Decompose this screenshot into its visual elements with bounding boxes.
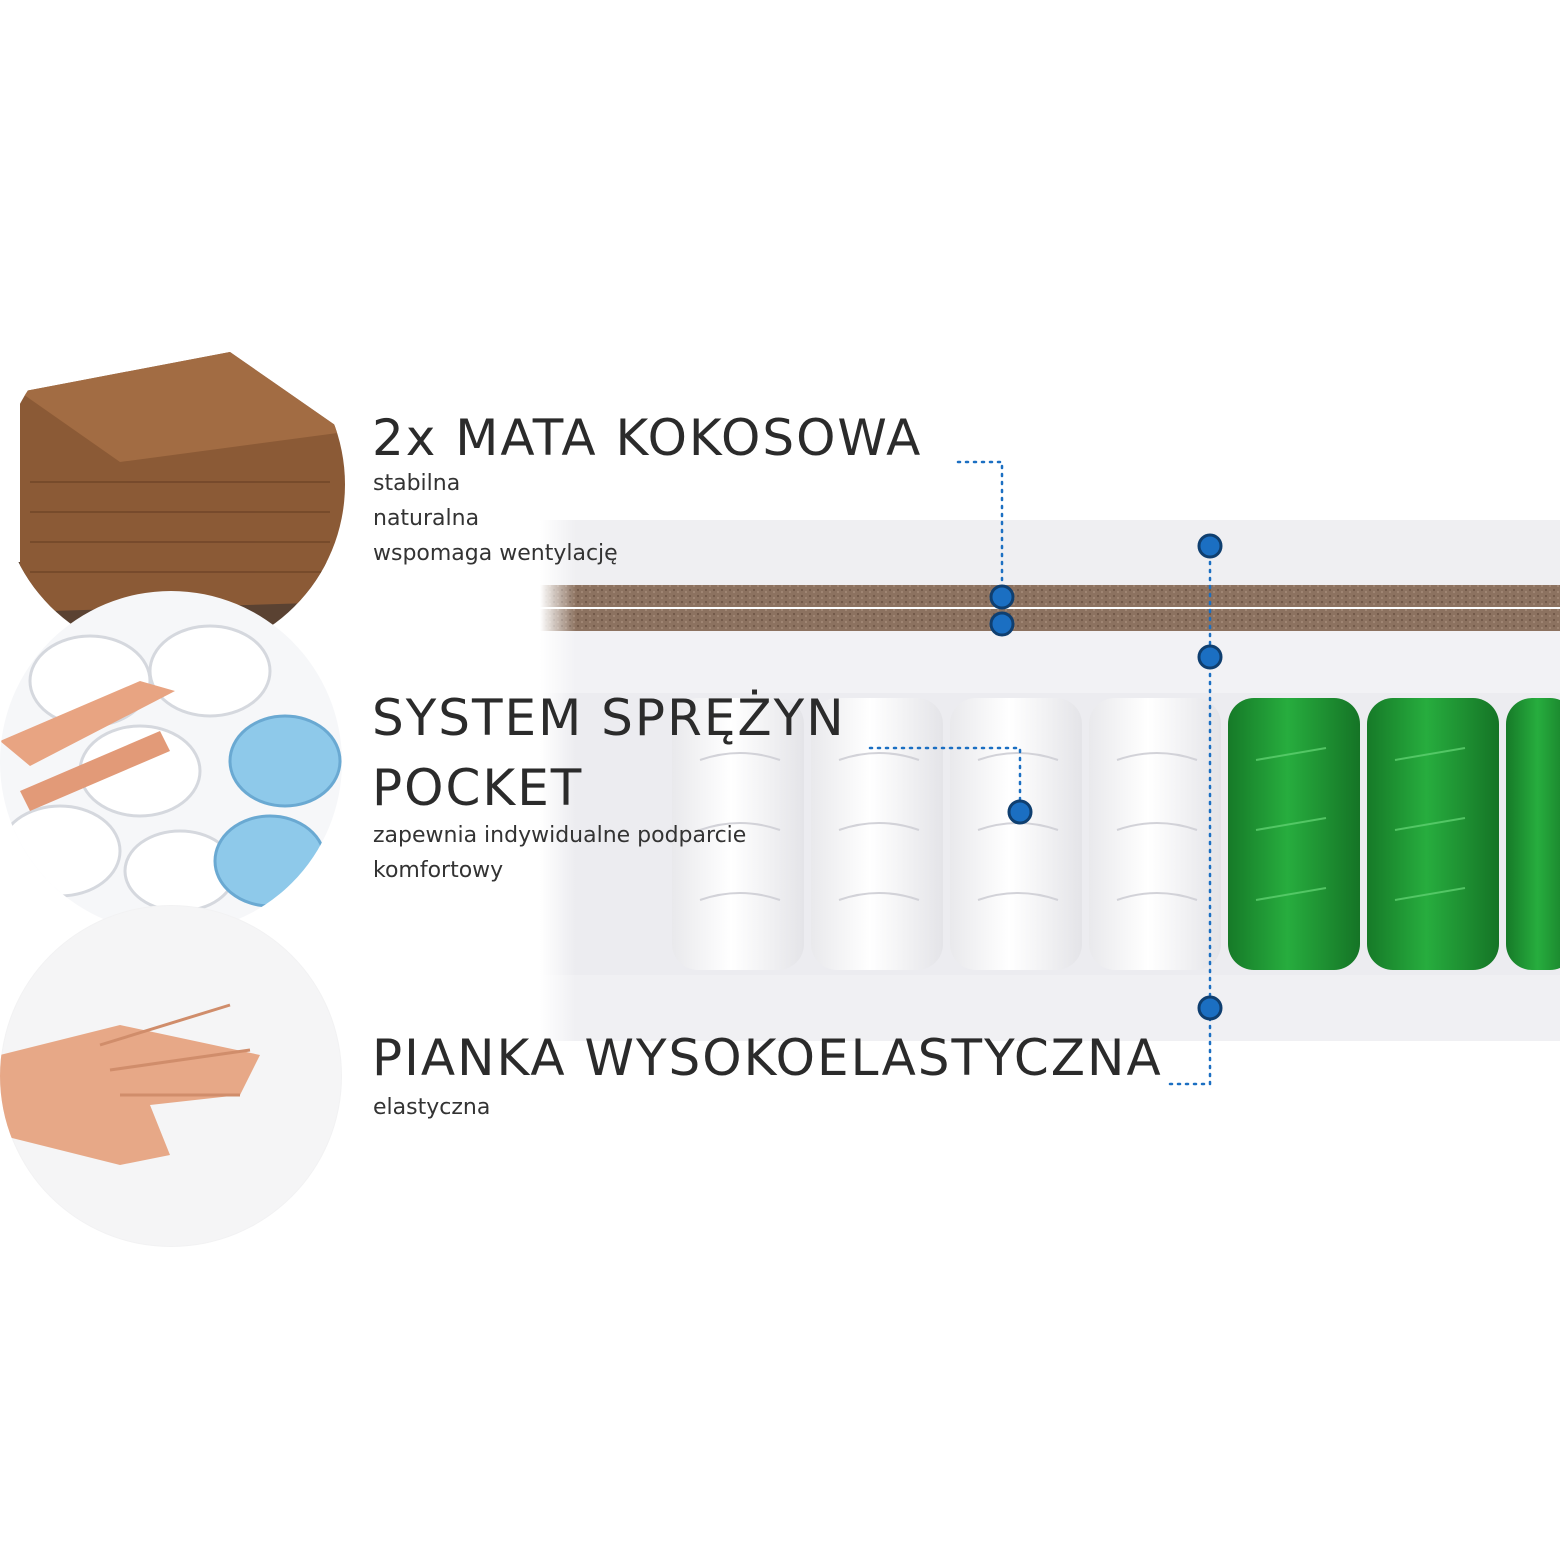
leader-line-foam xyxy=(1168,544,1212,1086)
leader-lines xyxy=(868,460,1212,1086)
spring-system-feature-2: komfortowy xyxy=(373,858,504,883)
pocket-coil-green xyxy=(1228,698,1360,970)
coir-mat-title: 2x MATA KOKOSOWA xyxy=(372,409,923,467)
middle-foam-layer xyxy=(540,631,1560,693)
leader-line-coir xyxy=(956,460,1004,599)
coir-mat-lower xyxy=(540,609,1560,631)
layer-markers xyxy=(989,533,1223,1021)
pocket-springs-icon xyxy=(0,591,342,933)
foam-hand-photo xyxy=(0,905,342,1247)
pocket-coil-green xyxy=(1506,698,1560,970)
coir-mat-feature-3: wspomaga wentylację xyxy=(373,541,618,566)
marker-dot xyxy=(989,611,1015,637)
marker-dot xyxy=(1007,799,1033,825)
marker-dot xyxy=(1197,644,1223,670)
coir-mat-feature-2: naturalna xyxy=(373,506,480,531)
marker-dot xyxy=(1197,533,1223,559)
coir-mat-feature-1: stabilna xyxy=(373,471,461,496)
top-foam-layer xyxy=(540,520,1560,585)
leader-line-springs xyxy=(868,746,1022,814)
spring-system-title-line2: POCKET xyxy=(372,759,584,817)
coir-mat-upper xyxy=(540,585,1560,607)
pocket-springs-photo xyxy=(0,591,342,933)
spring-system-feature-1: zapewnia indywidualne podparcie xyxy=(373,823,747,848)
marker-dot xyxy=(989,584,1015,610)
spring-system-title-line1: SYSTEM SPRĘŻYN xyxy=(372,689,846,747)
pocket-coil-white xyxy=(1089,698,1221,970)
foam-layer-title: PIANKA WYSOKOELASTYCZNA xyxy=(372,1029,1163,1087)
mattress-body xyxy=(540,520,1560,1041)
foam-hand-icon xyxy=(0,905,342,1247)
pocket-coil-green xyxy=(1367,698,1499,970)
foam-layer-feature-1: elastyczna xyxy=(373,1095,491,1120)
marker-dot xyxy=(1197,995,1223,1021)
pocket-coil-white xyxy=(950,698,1082,970)
